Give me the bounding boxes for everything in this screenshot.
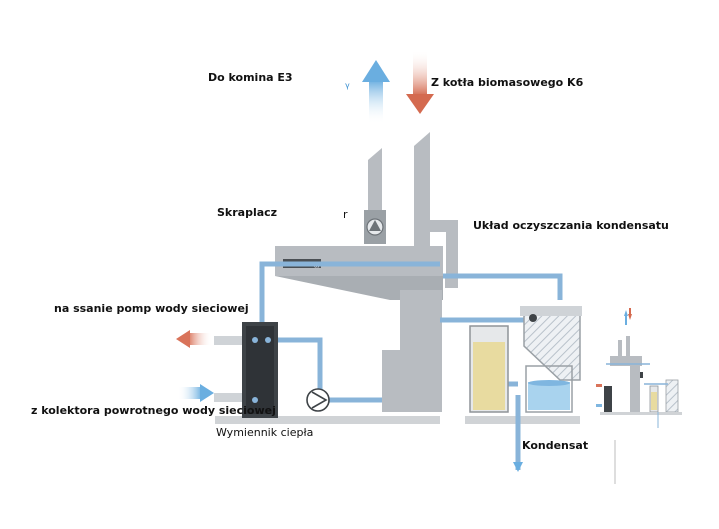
base-plate-main <box>215 416 440 424</box>
hx-nozzle-top <box>214 336 242 345</box>
condensate-treatment-label: Układ oczyszczania kondensatu <box>473 219 669 232</box>
treatment-unit <box>520 306 582 413</box>
gamma-label: γ <box>345 81 350 90</box>
condensate-label: Kondensat <box>522 439 589 452</box>
fan-icon <box>364 210 386 244</box>
biomass-boiler-in-arrow <box>406 50 434 114</box>
heat-exchanger <box>242 322 278 418</box>
pump-suction-arrow <box>176 330 212 348</box>
stack-right <box>414 132 430 248</box>
mini-overview <box>596 308 682 484</box>
base-plate-treatment <box>465 416 580 424</box>
return-collector-arrow <box>178 384 214 402</box>
hx-nozzle-bottom <box>214 393 242 402</box>
heat-exchanger-label: Wymiennik ciepła <box>216 426 314 439</box>
condensate-tank <box>469 325 509 413</box>
r-label: r <box>343 208 348 221</box>
chimney-label: Do komina E3 <box>208 71 293 84</box>
flue-duct <box>430 220 458 288</box>
flue-gas-out-arrow <box>362 60 390 124</box>
pump-suction-label: na ssanie pomp wody sieciowej <box>54 302 249 315</box>
condenser-unit <box>275 246 443 412</box>
condenser-label: Skraplacz <box>217 206 278 219</box>
boiler-label: Z kotła biomasowego K6 <box>431 76 584 89</box>
condensate-arrow <box>513 462 523 472</box>
pump-icon <box>306 388 330 412</box>
return-collector-label: z kolektora powrotnego wody sieciowej <box>31 404 276 417</box>
